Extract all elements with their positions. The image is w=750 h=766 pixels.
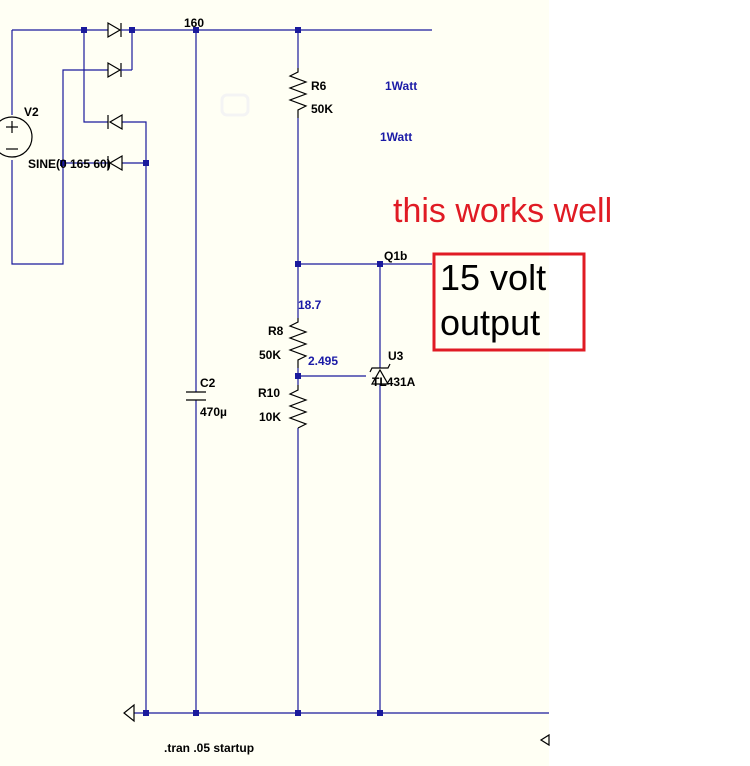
u3-tl431-icon[interactable] — [369, 363, 391, 385]
output-line-2: output — [440, 302, 540, 343]
ghost-marker — [220, 93, 250, 117]
junction — [295, 710, 301, 716]
node-18-7-label: 18.7 — [298, 298, 322, 312]
c2-value: 470µ — [200, 405, 227, 419]
r6-power-label-2: 1Watt — [380, 130, 412, 144]
junction — [295, 27, 301, 33]
wire-bridge-mid — [122, 121, 147, 713]
junction — [377, 261, 383, 267]
diode-d4-icon[interactable] — [107, 154, 123, 172]
wire-bridge-left — [83, 30, 108, 123]
r6-name: R6 — [311, 79, 327, 93]
r8-name: R8 — [268, 324, 284, 338]
junction — [193, 27, 199, 33]
r10-resistor-icon[interactable] — [288, 385, 308, 429]
junction — [143, 160, 149, 166]
junction — [60, 160, 66, 166]
node-160-label: 160 — [184, 16, 204, 30]
output-line-1: 15 volt — [440, 257, 546, 298]
diode-d3-icon[interactable] — [107, 113, 123, 131]
node-2-495-label: 2.495 — [308, 354, 338, 368]
v2-name: V2 — [24, 105, 39, 119]
r10-value: 10K — [259, 410, 281, 424]
c2-capacitor-icon[interactable] — [186, 391, 206, 401]
c2-name: C2 — [200, 376, 216, 390]
r6-value: 50K — [311, 102, 333, 116]
diode-d2-icon[interactable] — [107, 61, 132, 79]
r8-value: 50K — [259, 348, 281, 362]
schematic-background-right — [432, 0, 549, 766]
ground-icon — [123, 703, 135, 723]
v2-value: SINE(0 165 60) — [28, 157, 111, 171]
junction — [81, 27, 87, 33]
junction — [295, 261, 301, 267]
junction — [193, 710, 199, 716]
u3-name: U3 — [388, 349, 404, 363]
r8-resistor-icon[interactable] — [288, 318, 308, 368]
junction — [295, 373, 301, 379]
works-well-note: this works well — [393, 192, 612, 230]
r10-name: R10 — [258, 386, 280, 400]
output-annotation-box — [432, 252, 586, 352]
u3-value: TL431A — [372, 375, 416, 389]
tran-directive[interactable]: .tran .05 startup — [164, 741, 254, 755]
wires — [11, 29, 549, 714]
junctions — [60, 27, 383, 716]
r6-resistor-icon[interactable] — [288, 68, 308, 118]
r6-power-label: 1Watt — [385, 79, 417, 93]
diode-d1-icon[interactable] — [107, 21, 132, 39]
junction — [143, 710, 149, 716]
schematic-background — [0, 0, 432, 766]
ground-icon-right — [539, 733, 550, 747]
q1b-label: Q1b — [384, 249, 407, 263]
wire-v2-loop — [11, 30, 108, 265]
v2-source-icon[interactable] — [0, 116, 33, 158]
junction — [377, 710, 383, 716]
